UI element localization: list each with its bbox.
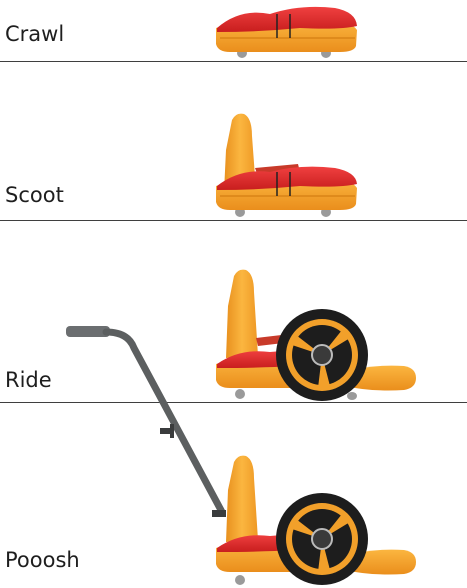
caster-wheel (235, 389, 245, 399)
backrest (226, 270, 258, 358)
crawl-base-illustration (216, 7, 357, 58)
pooosh-illustration (216, 456, 416, 585)
large-wheel (276, 493, 368, 585)
large-wheel (276, 309, 368, 401)
ride-illustration (216, 270, 416, 401)
backrest (226, 456, 258, 542)
caster-wheel (235, 575, 245, 585)
scoot-illustration (216, 114, 357, 217)
seat-cushion (217, 7, 357, 32)
push-handle (66, 326, 226, 517)
